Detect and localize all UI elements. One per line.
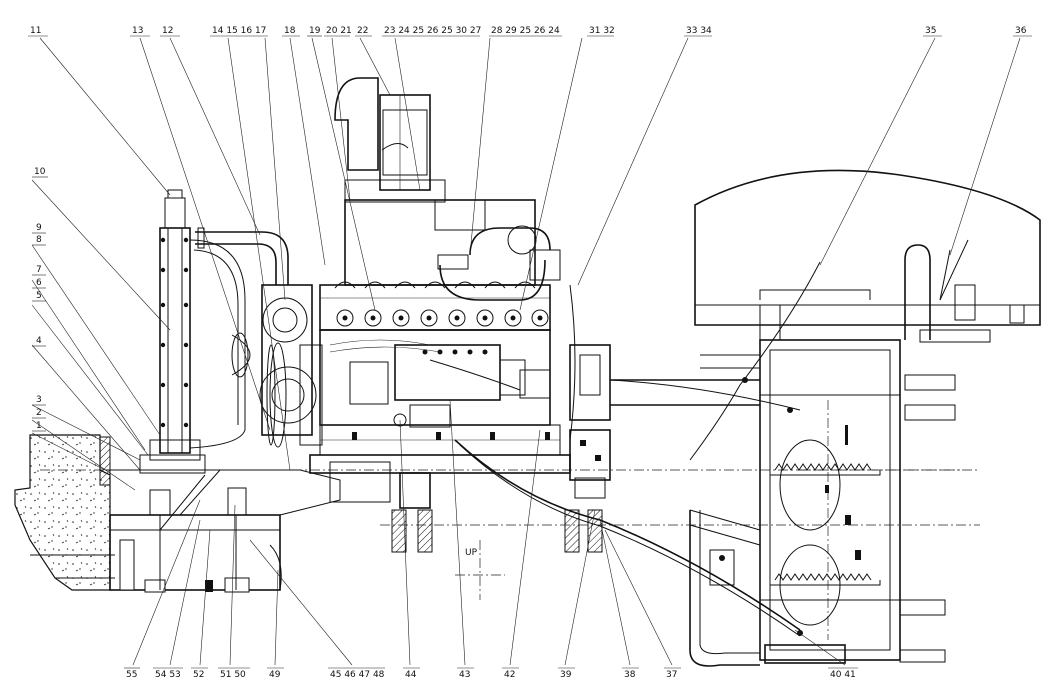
fan-shroud [189,239,251,449]
callout-40-41: 40 41 [830,670,856,680]
up-marker: UP [465,548,478,558]
clutch-pedal-linkage [904,239,991,343]
callout-45-48: 45 46 47 48 [330,670,385,680]
callout-6: 6 [36,278,42,288]
callout-22: 22 [357,26,368,36]
callout-42: 42 [504,670,515,680]
callout-labels: 11 13 12 14 15 16 17 18 19 20 21 22 23 2… [28,26,1032,680]
callout-13: 13 [132,26,143,36]
engine-mounts [329,461,606,553]
callout-1: 1 [36,421,42,431]
up-marker-text: UP [465,548,478,558]
callout-20-21: 20 21 [326,26,352,36]
callout-36: 36 [1015,26,1027,36]
callout-44: 44 [405,670,417,680]
callout-51-50: 51 50 [220,670,246,680]
callout-37: 37 [666,670,677,680]
engine-front-cover [259,284,323,448]
control-cables [429,261,821,637]
air-intake [334,77,561,301]
callout-5: 5 [36,291,42,301]
callout-28-24: 28 29 25 26 24 [491,26,560,36]
cab-shell [694,169,1041,341]
callout-10: 10 [34,167,46,177]
frame-rails [610,354,761,667]
callout-35: 35 [925,26,936,36]
callout-38: 38 [624,670,636,680]
callout-3: 3 [36,395,42,405]
callout-14-17: 14 15 16 17 [212,26,266,36]
callout-19: 19 [309,26,321,36]
callout-12: 12 [162,26,173,36]
transmission-housing [759,339,956,664]
callout-31-32: 31 32 [589,26,615,36]
callout-4: 4 [36,336,42,346]
engine-block [309,281,571,474]
callout-55: 55 [126,670,137,680]
front-mount-block [14,434,115,591]
callout-2: 2 [36,408,42,418]
radiator [139,189,206,474]
upper-hose [195,227,289,285]
callout-8: 8 [36,235,42,245]
callout-43: 43 [459,670,470,680]
leader-lines [31,37,1021,666]
base-frame [105,469,341,593]
flywheel-housing [569,344,611,481]
callout-54-53: 54 53 [155,670,181,680]
callout-11: 11 [30,26,41,36]
callout-52: 52 [193,670,204,680]
callout-7: 7 [36,265,42,275]
callout-49: 49 [269,670,281,680]
callout-18: 18 [284,26,296,36]
callout-9: 9 [36,223,42,233]
callout-33-34: 33 34 [686,26,712,36]
callout-39: 39 [560,670,572,680]
callout-23-27: 23 24 25 26 25 30 27 [384,26,481,36]
center-lines [40,400,980,640]
